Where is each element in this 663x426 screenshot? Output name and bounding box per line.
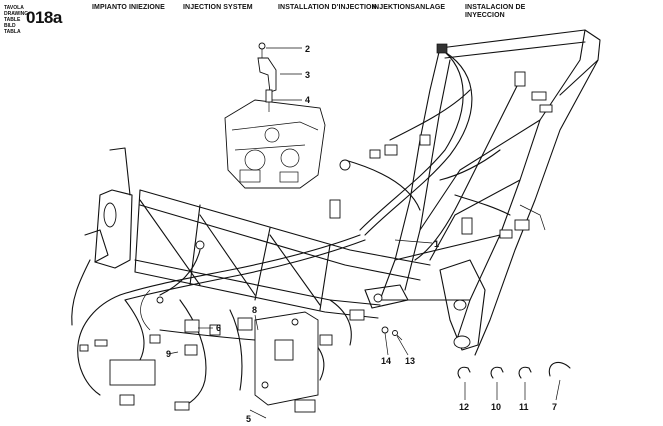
- callout-7: 7: [552, 402, 557, 412]
- frame: [84, 29, 601, 356]
- callout-8: 8: [252, 305, 257, 315]
- callout-2: 2: [305, 44, 310, 54]
- callout-3: 3: [305, 70, 310, 80]
- label-table: TABLE: [4, 17, 21, 23]
- callout-1: 1: [434, 239, 439, 249]
- callout-13: 13: [405, 356, 415, 366]
- drawing-code: 018a: [26, 8, 62, 27]
- title-german: INJEKTIONSANLAGE: [372, 4, 446, 11]
- clips: [381, 326, 571, 379]
- callout-4: 4: [305, 95, 310, 105]
- label-bild: BILD: [4, 23, 16, 29]
- label-tavola: TAVOLA: [4, 5, 24, 11]
- callout-12: 12: [459, 402, 469, 412]
- callout-14: 14: [381, 356, 391, 366]
- label-tabla: TABLA: [4, 29, 21, 35]
- title-french: INSTALLATION D'INJECTION: [278, 4, 377, 11]
- connectors: [79, 43, 553, 413]
- wiring-harness: [71, 47, 546, 411]
- callout-9: 9: [166, 349, 171, 359]
- title-spanish-1: INSTALACION DE: [465, 4, 526, 11]
- ignition-coil-assembly: [257, 42, 277, 112]
- callout-11: 11: [519, 402, 529, 412]
- callout-leaders: [167, 47, 561, 419]
- title-italian: IMPIANTO INIEZIONE: [92, 4, 165, 11]
- engine-block: [224, 99, 326, 189]
- callout-10: 10: [491, 402, 501, 412]
- title-spanish-2: INYECCION: [465, 12, 505, 19]
- callout-5: 5: [246, 414, 251, 424]
- callout-6: 6: [216, 323, 221, 333]
- title-english: INJECTION SYSTEM: [183, 4, 253, 11]
- label-drawing: DRAWING: [4, 11, 29, 17]
- ecu-plate: [254, 311, 319, 406]
